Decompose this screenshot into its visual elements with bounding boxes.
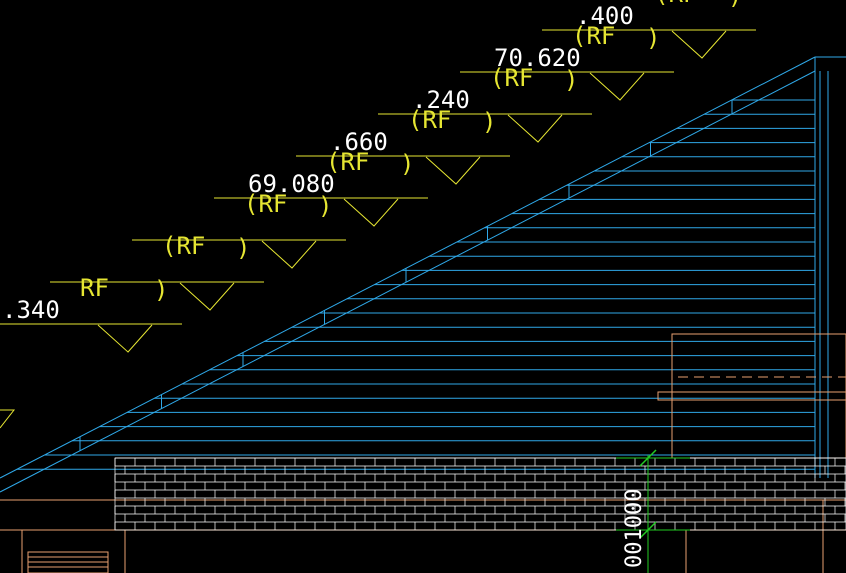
elevation-triangle-icon [671,30,727,59]
elevation-triangle-icon [261,240,317,269]
window-sill [657,391,846,401]
elevation-value: 70.620 [494,44,581,72]
elevation-tag: (RF [408,106,451,134]
elevation-tag-close: ) [318,192,332,220]
elevation-triangle-icon [179,282,235,311]
dimension-value: 001000 [622,489,647,568]
elevation-tag-close: ) [482,108,496,136]
elevation-tag-close: ) [564,66,578,94]
elevation-triangle-icon [507,114,563,143]
dimension-tick [639,521,657,539]
elevation-tag-close: ) [154,276,168,304]
elevation-tag: (RF [654,0,697,8]
elevation-triangle-icon [589,72,645,101]
elevation-mark[interactable]: (RF) [132,190,346,269]
roof-slope [0,56,846,493]
elevation-mark[interactable]: .660(RF) [296,106,510,185]
elevation-tag: RF [80,274,109,302]
elevation-value: .660 [330,128,388,156]
elevation-tag-close: ) [646,24,660,52]
roof-inner-edge [0,70,816,493]
elevation-mark[interactable]: .340 RF) [0,274,182,353]
dimension-tick [639,449,657,467]
dimension-annotation: 001000 [616,449,690,573]
elevation-triangle-icon [425,156,481,185]
roof-slats [17,99,815,470]
elevation-value: 69.080 [248,170,335,198]
elevation-tag: (RF [572,22,615,50]
elevation-mark[interactable]: 70.620(RF) [460,22,674,101]
elevation-mark[interactable]: 69.080(RF) [214,148,428,227]
elevation-tag: (RF [244,190,287,218]
elevation-mark[interactable]: .240(RF) [378,64,592,143]
elevation-tag: (RF [326,148,369,176]
roof-top-edge [0,56,816,479]
elevation-value: .400 [576,2,634,30]
elevation-triangle-icon [343,198,399,227]
elevation-value: .240 [412,86,470,114]
elevation-tag-close: ) [400,150,414,178]
elevation-marks: .340RF)(RF)(RF)69.080(RF).660(RF).240(RF… [0,0,756,429]
elevation-value: .340 [2,296,60,324]
brick-wall-hatch [114,457,846,531]
elevation-triangle-icon [0,409,16,429]
elevation-tag-close: ) [236,234,250,262]
elevation-triangle-icon [97,324,153,353]
elevation-tag: (RF [490,64,533,92]
elevation-mark[interactable]: .400(RF) [542,0,756,59]
elevation-mark[interactable]: (RF) [50,232,264,311]
elevation-tag: (RF [162,232,205,260]
elevation-tag-close: ) [728,0,742,10]
